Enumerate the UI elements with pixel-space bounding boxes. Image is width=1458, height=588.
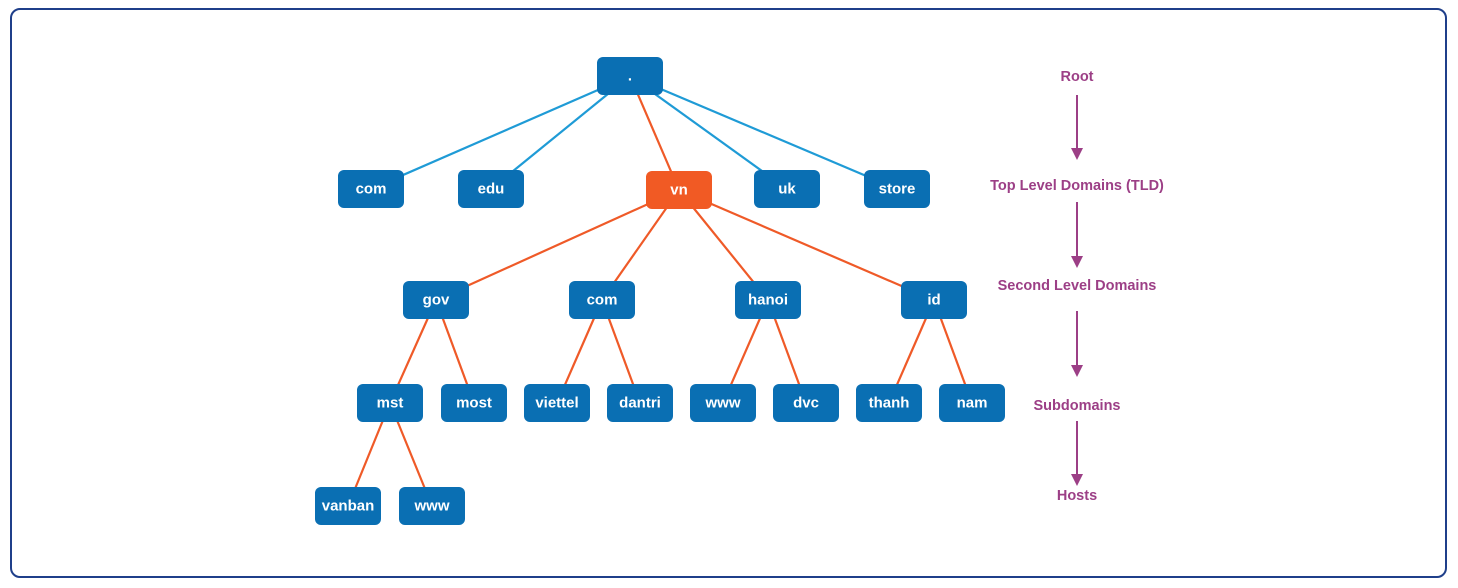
node-www-mst: www xyxy=(399,487,465,525)
edge-vn-to-gov xyxy=(435,188,680,302)
node-dantri: dantri xyxy=(607,384,673,422)
level-label-hosts: Hosts xyxy=(1057,488,1097,504)
node-label-vn: vn xyxy=(670,182,688,199)
node-vanban: vanban xyxy=(315,487,381,525)
level-label-subdomains: Subdomains xyxy=(1033,398,1120,414)
node-label-store: store xyxy=(879,181,916,198)
node-label-most: most xyxy=(456,395,492,412)
node-uk: uk xyxy=(754,170,820,208)
node-box-root xyxy=(597,57,663,95)
node-com-tld: com xyxy=(338,170,404,208)
node-box-dantri xyxy=(607,384,673,422)
node-label-com-sld: com xyxy=(587,292,618,309)
tree-nodes: . com edu vn uk store gov com hanoi id mst most viet… xyxy=(315,57,1005,525)
node-most: most xyxy=(441,384,507,422)
node-store: store xyxy=(864,170,930,208)
node-box-hanoi xyxy=(735,281,801,319)
node-dvc: dvc xyxy=(773,384,839,422)
node-box-vanban xyxy=(315,487,381,525)
node-id: id xyxy=(901,281,967,319)
level-label-sld: Second Level Domains xyxy=(998,278,1157,294)
node-box-gov xyxy=(403,281,469,319)
node-box-edu xyxy=(458,170,524,208)
diagram-frame xyxy=(10,8,1447,578)
node-box-com-sld xyxy=(569,281,635,319)
node-label-vanban: vanban xyxy=(322,498,375,515)
node-label-uk: uk xyxy=(778,181,796,198)
node-box-mst xyxy=(357,384,423,422)
node-box-www-hanoi xyxy=(690,384,756,422)
level-label-root: Root xyxy=(1060,69,1093,85)
edge-root-to-com-tld xyxy=(370,74,631,191)
node-box-www-mst xyxy=(399,487,465,525)
node-label-thanh: thanh xyxy=(869,395,910,412)
node-com-sld: com xyxy=(569,281,635,319)
node-box-uk xyxy=(754,170,820,208)
node-label-www-mst: www xyxy=(413,498,449,515)
node-box-store xyxy=(864,170,930,208)
node-label-www-hanoi: www xyxy=(704,395,740,412)
node-hanoi: hanoi xyxy=(735,281,801,319)
node-label-hanoi: hanoi xyxy=(748,292,788,309)
node-gov: gov xyxy=(403,281,469,319)
node-label-id: id xyxy=(927,292,940,309)
node-box-vn xyxy=(646,171,712,209)
node-label-viettel: viettel xyxy=(535,395,578,412)
node-label-mst: mst xyxy=(377,395,404,412)
node-label-gov: gov xyxy=(423,292,450,309)
node-box-nam xyxy=(939,384,1005,422)
node-viettel: viettel xyxy=(524,384,590,422)
node-label-nam: nam xyxy=(957,395,988,412)
node-box-dvc xyxy=(773,384,839,422)
node-edu: edu xyxy=(458,170,524,208)
node-box-thanh xyxy=(856,384,922,422)
node-box-most xyxy=(441,384,507,422)
node-vn: vn xyxy=(646,171,712,209)
node-thanh: thanh xyxy=(856,384,922,422)
node-root: . xyxy=(597,57,663,95)
node-box-id xyxy=(901,281,967,319)
node-nam: nam xyxy=(939,384,1005,422)
node-label-dantri: dantri xyxy=(619,395,661,412)
node-www-hanoi: www xyxy=(690,384,756,422)
node-box-com-tld xyxy=(338,170,404,208)
edge-root-to-store xyxy=(629,74,898,191)
level-label-tld: Top Level Domains (TLD) xyxy=(990,178,1164,194)
node-label-dvc: dvc xyxy=(793,395,819,412)
node-label-root: . xyxy=(628,68,632,85)
node-label-com-tld: com xyxy=(356,181,387,198)
node-mst: mst xyxy=(357,384,423,422)
edge-vn-to-id xyxy=(678,188,935,302)
node-box-viettel xyxy=(524,384,590,422)
node-label-edu: edu xyxy=(478,181,505,198)
